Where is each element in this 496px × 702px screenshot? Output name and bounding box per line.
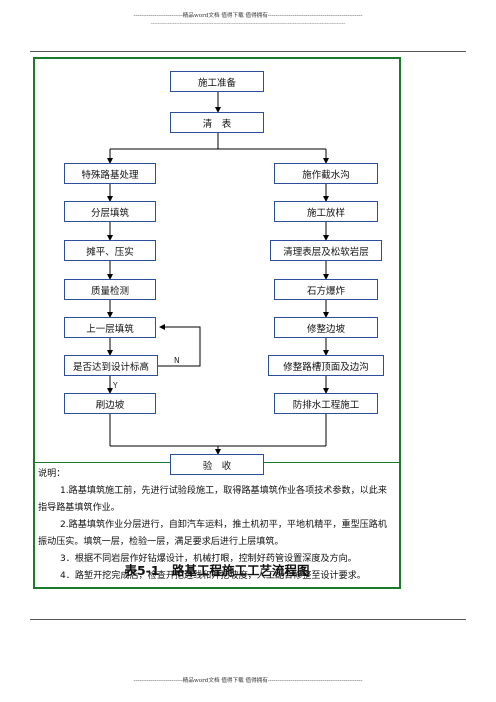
step-start: 施工准备 — [170, 71, 264, 92]
left-step-3: 摊平、压实 — [64, 240, 156, 261]
page-header: --------------------------精品word文档 值得下载 … — [133, 13, 363, 19]
label-yes: Y — [113, 381, 118, 390]
left-step-5: 上一层填筑 — [64, 317, 156, 338]
notes-section: 说明： 1.路基填筑施工前，先进行试验段施工，取得路基填筑作业各项技术参数，以此… — [38, 466, 396, 585]
header-dash-rule: ----------------------------------------… — [150, 21, 346, 27]
right-step-4: 石方爆炸 — [274, 279, 378, 300]
left-step-7: 刷边坡 — [64, 393, 156, 414]
right-step-5: 修整边坡 — [274, 317, 378, 338]
header-rule — [30, 51, 466, 52]
note-3: 3．根据不同岩层作好钻爆设计，机械打眼，控制好药管设置深度及方向。 — [60, 554, 357, 564]
right-step-3: 清理表层及松软岩层 — [270, 240, 382, 261]
right-step-7: 防排水工程施工 — [274, 393, 378, 414]
right-step-2: 施工放样 — [274, 201, 378, 222]
note-4: 4．路堑开挖完成后，检查开挖边线和开挖坡度，人工配合修整至设计要求。 — [60, 571, 366, 581]
note-1: 1.路基填筑施工前，先进行试验段施工，取得路基填筑作业各项技术参数，以此来指导路… — [38, 486, 387, 513]
diagram-frame — [33, 57, 401, 589]
left-step-1: 特殊路基处理 — [64, 163, 156, 184]
right-step-1: 施作截水沟 — [274, 163, 378, 184]
label-no: N — [174, 356, 180, 365]
right-step-6: 修整路槽顶面及边沟 — [268, 355, 384, 376]
page-footer: --------------------------精品word文档 值得下载 … — [133, 678, 363, 684]
footer-rule — [30, 619, 466, 620]
left-step-4: 质量检测 — [64, 279, 156, 300]
notes-title: 说明： — [38, 469, 66, 479]
left-step-2: 分层填筑 — [64, 201, 156, 222]
note-2: 2.路基填筑作业分层进行，自卸汽车运料，推土机初平，平地机精平，重型压路机振动压… — [38, 520, 387, 547]
figure-caption: 表5-1 路基工程施工工艺流程图 — [124, 563, 310, 578]
feedback-loop-no — [158, 324, 201, 367]
left-step-6-decision: 是否达到设计标高 — [64, 355, 158, 376]
step-clear: 清 表 — [170, 112, 264, 133]
step-end: 验 收 — [170, 454, 264, 475]
